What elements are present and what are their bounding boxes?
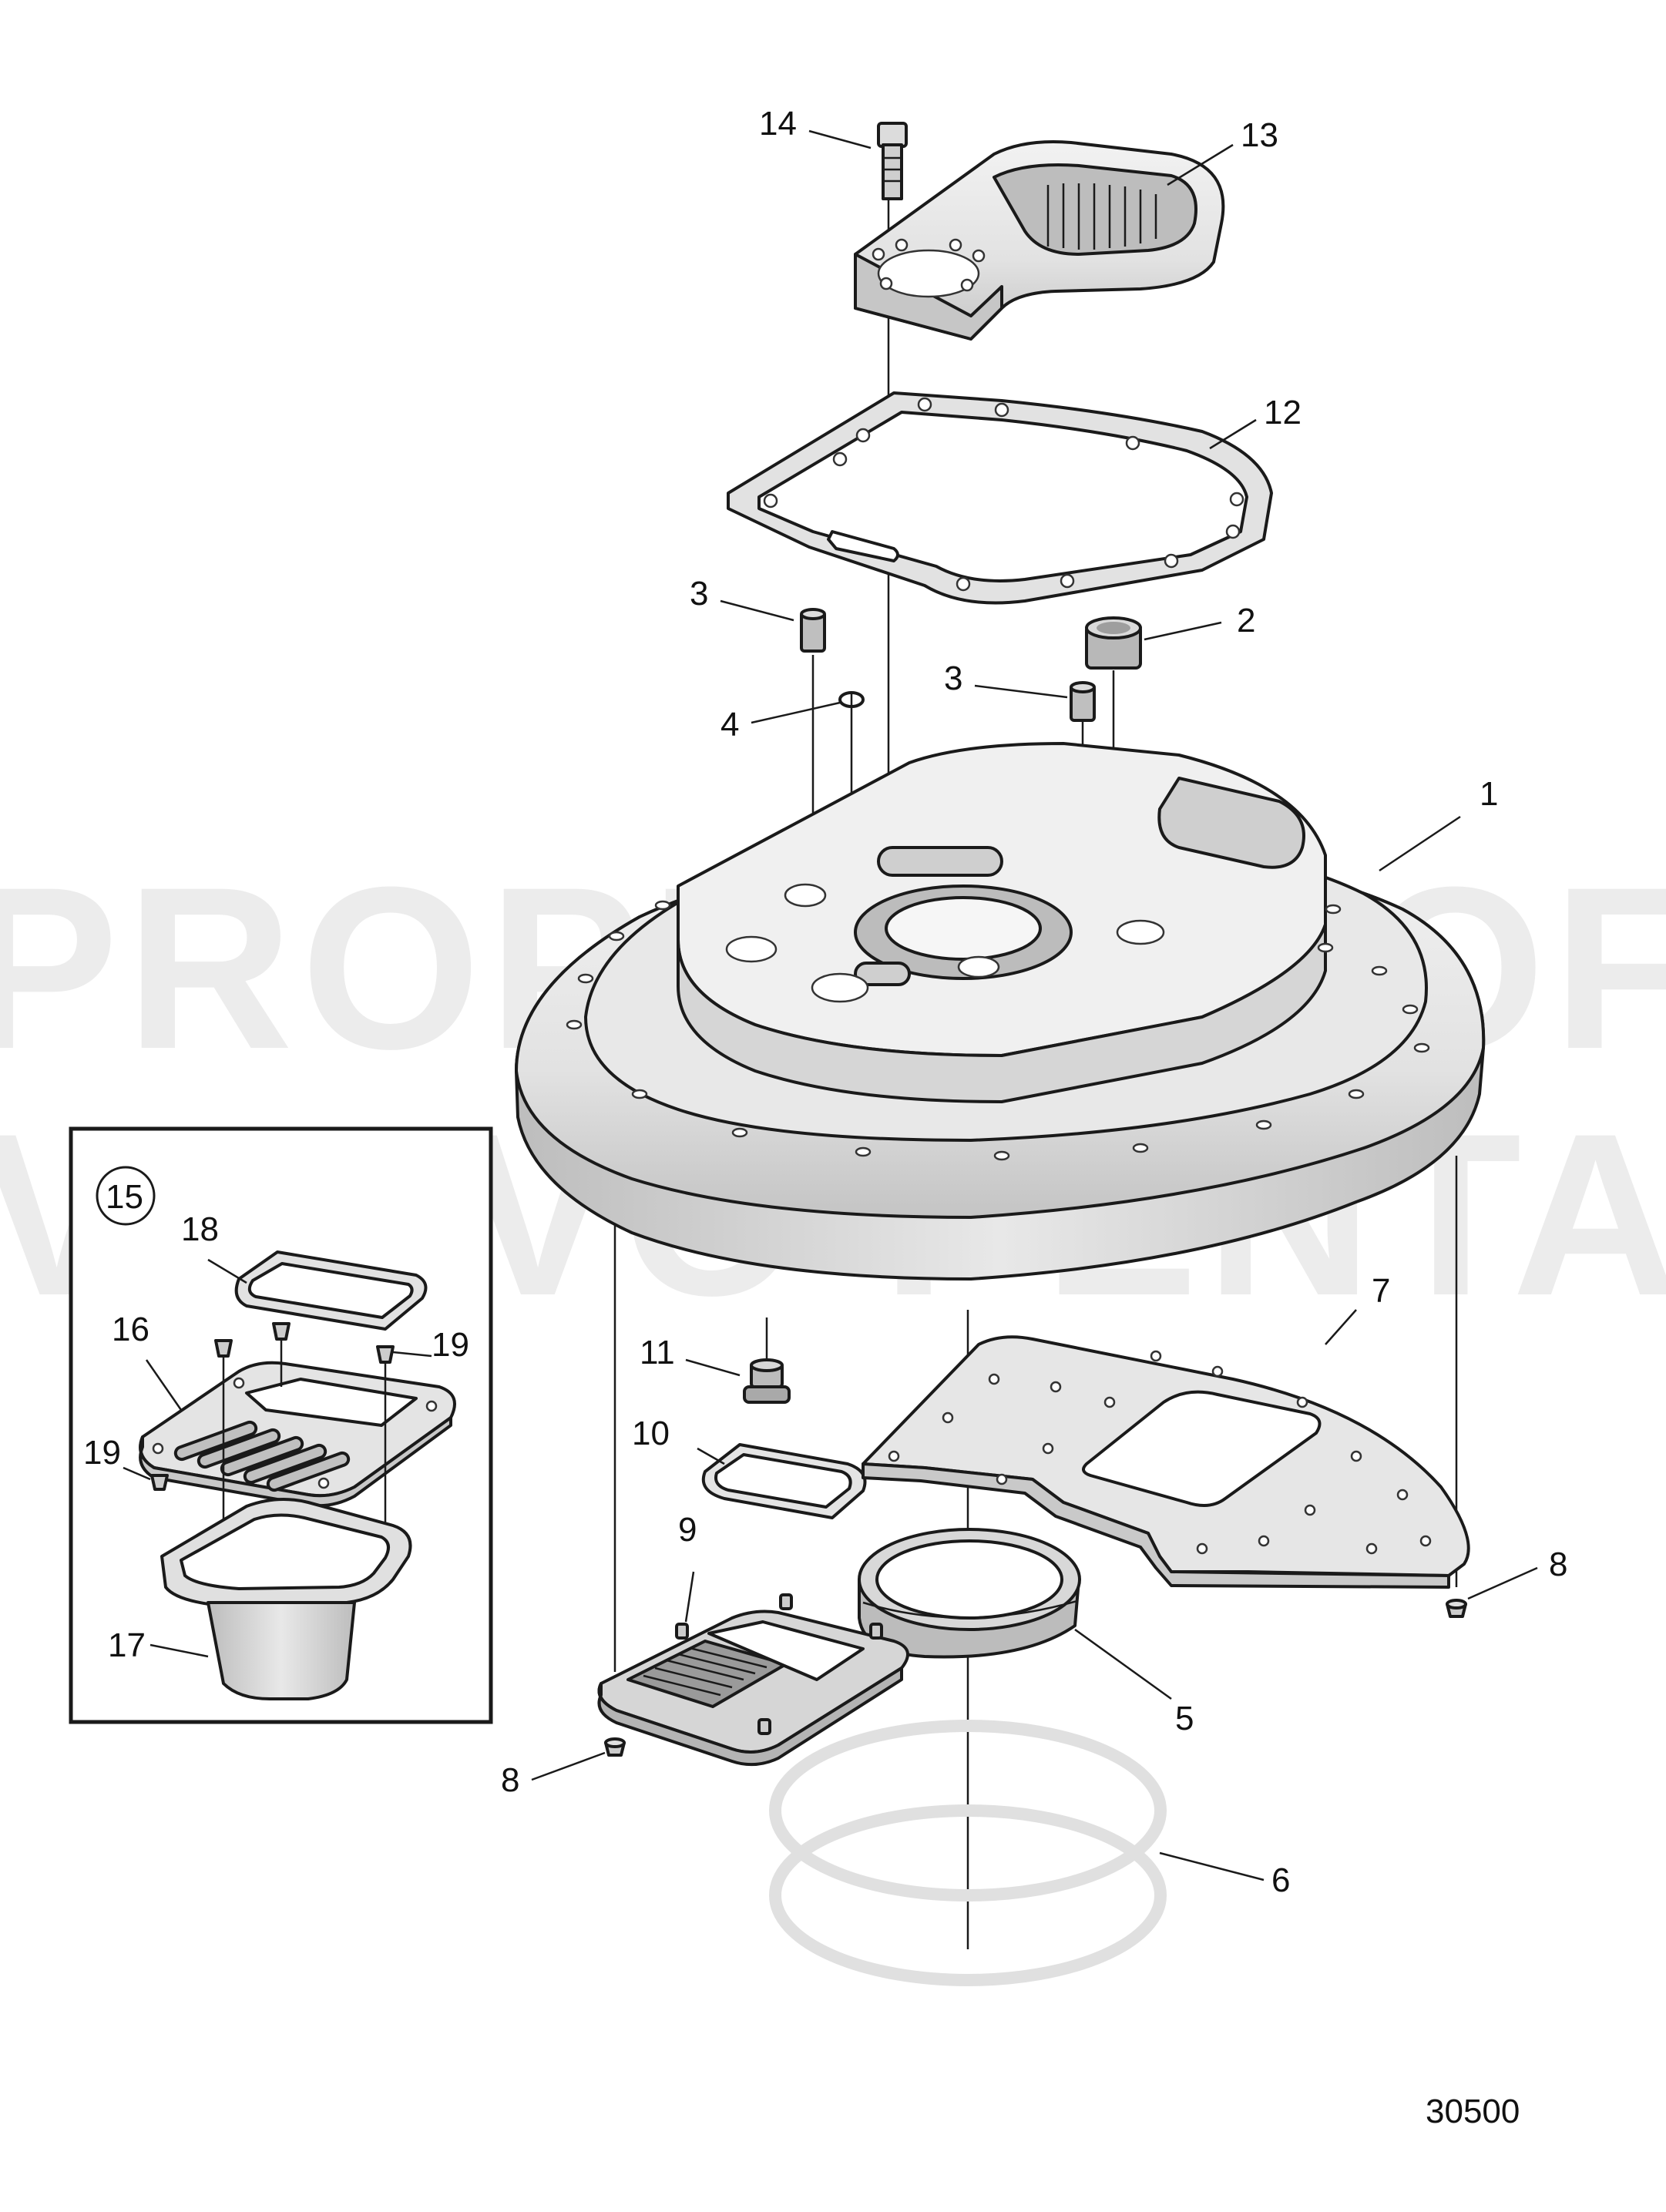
callout-5: 5 (1175, 1700, 1194, 1737)
callout-12: 12 (1264, 394, 1302, 431)
part-9-strainer (597, 1593, 909, 1767)
part-11-plug (743, 1358, 791, 1404)
callout-17: 17 (108, 1626, 146, 1664)
callout-1: 1 (1480, 775, 1498, 813)
part-13-bracket (854, 140, 1225, 341)
inset-screws (150, 1322, 395, 1572)
part-8-screw-left (604, 1737, 626, 1757)
part-1-housing (515, 742, 1486, 1281)
callout-11: 11 (640, 1334, 675, 1371)
figure-number: 30500 (1426, 2093, 1520, 2130)
callout-14: 14 (759, 105, 797, 143)
part-3-dowel-left (800, 608, 826, 653)
part-5-collar (858, 1528, 1081, 1659)
part-14-bolt (877, 122, 908, 200)
part-10-seal (701, 1443, 867, 1519)
part-12-gasket (727, 391, 1273, 605)
part-8-screw-right (1446, 1599, 1467, 1618)
part-2-bushing (1085, 616, 1142, 670)
callout-8-right: 8 (1549, 1546, 1567, 1583)
callout-2: 2 (1237, 602, 1255, 639)
callout-8-left: 8 (501, 1761, 519, 1799)
callout-9: 9 (678, 1511, 697, 1549)
callout-15: 15 (106, 1178, 143, 1216)
callout-16: 16 (112, 1311, 149, 1348)
callout-13: 13 (1241, 116, 1278, 154)
callout-3-right: 3 (944, 660, 962, 697)
inset-box-15 (69, 1126, 493, 1724)
callout-labels: 1 2 3 3 4 5 6 7 8 8 9 10 11 12 13 14 15 … (83, 105, 1567, 1899)
leader-lines (123, 129, 1538, 1881)
callout-4: 4 (720, 706, 739, 743)
callout-19-right: 19 (432, 1326, 469, 1364)
callout-6: 6 (1271, 1861, 1290, 1899)
part-4-o-ring (838, 691, 865, 708)
callout-18: 18 (181, 1210, 219, 1248)
callout-3-left: 3 (690, 575, 708, 613)
part-6-rings (769, 1720, 1167, 1986)
callout-19-left: 19 (83, 1434, 121, 1472)
part-7-plate (862, 1335, 1470, 1589)
callout-10: 10 (632, 1415, 670, 1452)
part-3-dowel-right (1070, 681, 1096, 722)
callout-7: 7 (1372, 1272, 1390, 1310)
